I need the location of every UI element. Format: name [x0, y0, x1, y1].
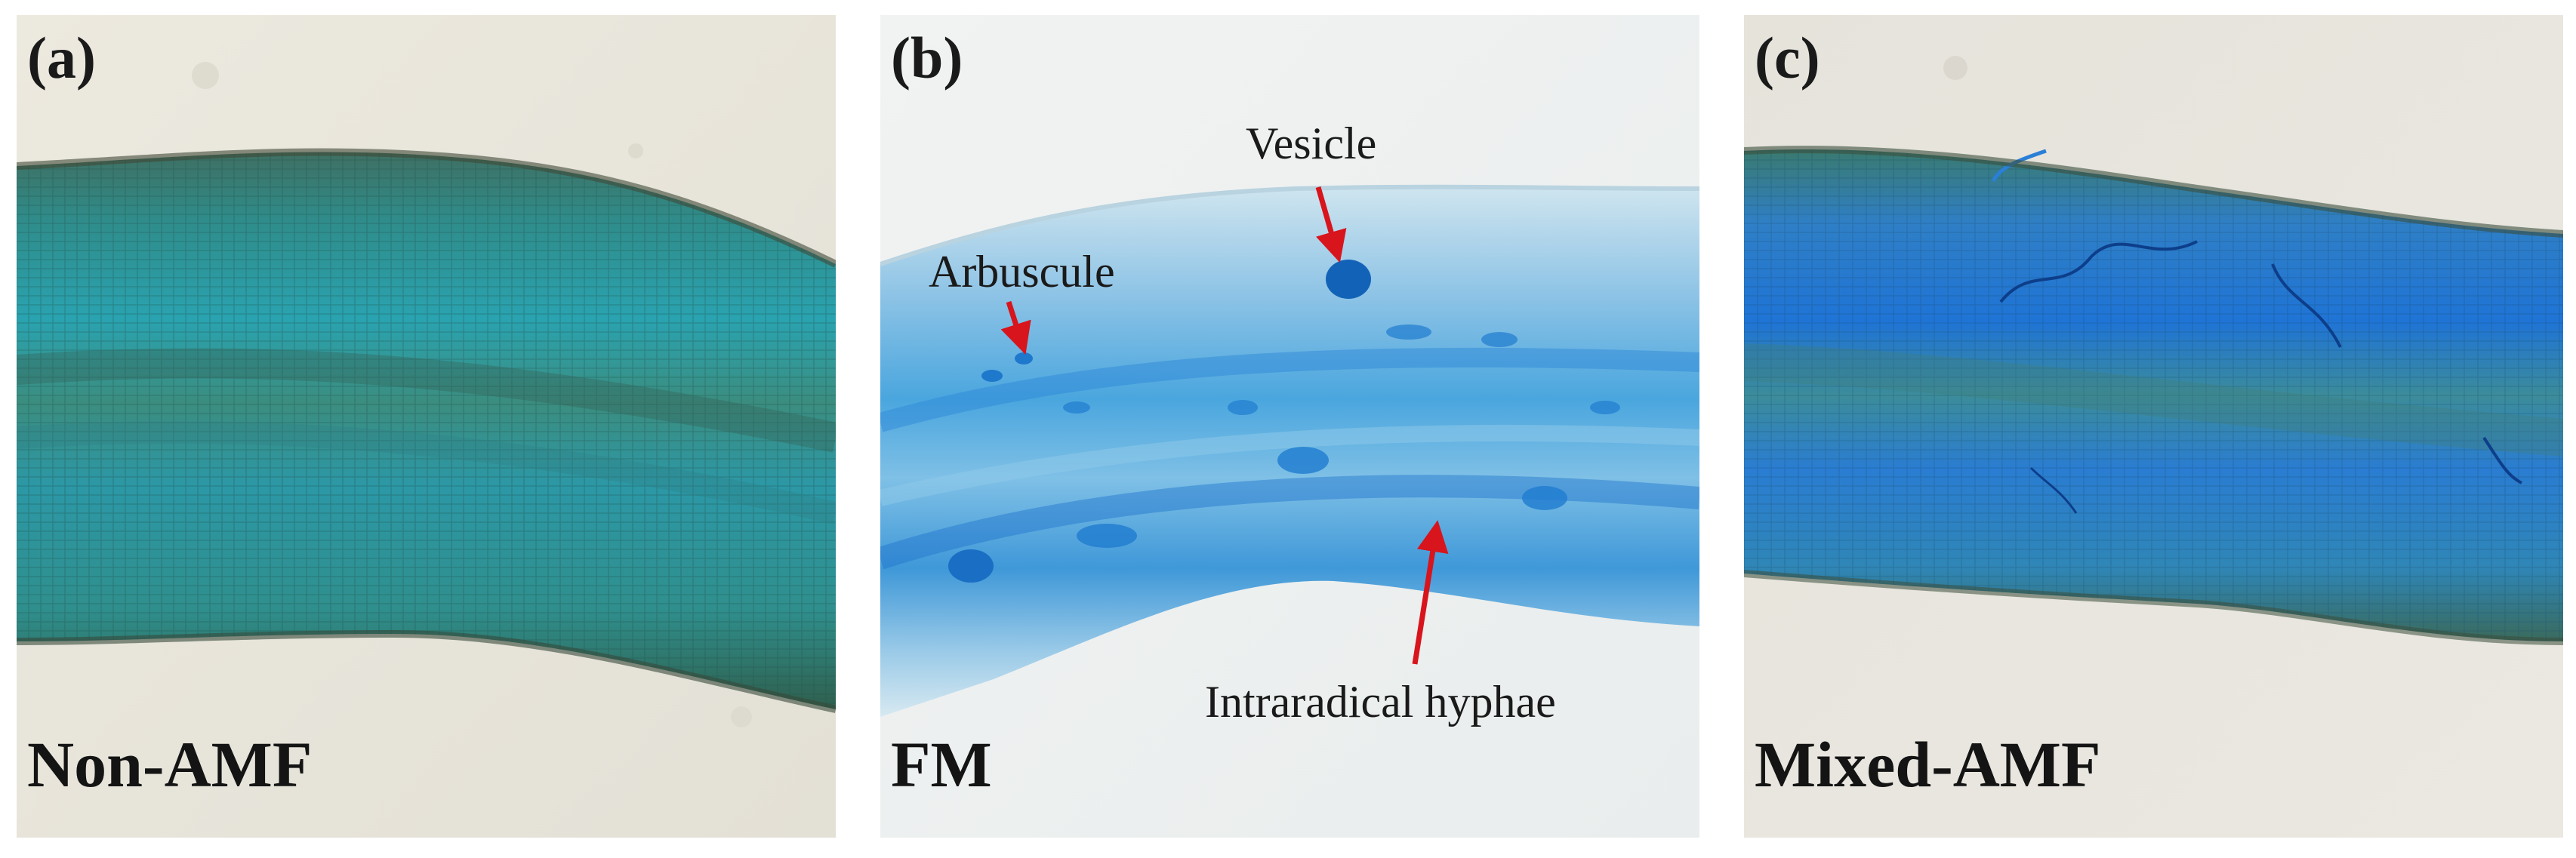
micrograph-panel-mixed-amf: (c) Mixed-AMF [1744, 15, 2563, 838]
treatment-label: FM [891, 728, 992, 801]
panel-letter: (b) [891, 25, 963, 91]
vesicle-label: Vesicle [1246, 118, 1377, 168]
treatment-label: Non-AMF [27, 728, 313, 801]
arbuscule-label: Arbuscule [929, 247, 1115, 297]
vesicle-arrow [1315, 186, 1347, 263]
root-micrograph-fm [880, 15, 1699, 838]
treatment-label: Mixed-AMF [1755, 728, 2101, 801]
hyphae-arrow [1412, 520, 1449, 665]
micrograph-panel-fm: (b) Vesicle Arbuscule Intraradical hypha… [880, 15, 1699, 838]
arbuscule-arrow [1000, 300, 1031, 355]
annotation-arrows [1000, 186, 1449, 665]
panel-letter: (a) [27, 25, 96, 91]
panel-letter: (c) [1755, 25, 1820, 91]
intraradical-hyphae-label: Intraradical hyphae [1205, 677, 1556, 727]
root-micrograph-non-amf [17, 15, 836, 838]
micrograph-panel-non-amf: (a) Non-AMF [17, 15, 836, 838]
root-micrograph-mixed-amf [1744, 15, 2563, 838]
